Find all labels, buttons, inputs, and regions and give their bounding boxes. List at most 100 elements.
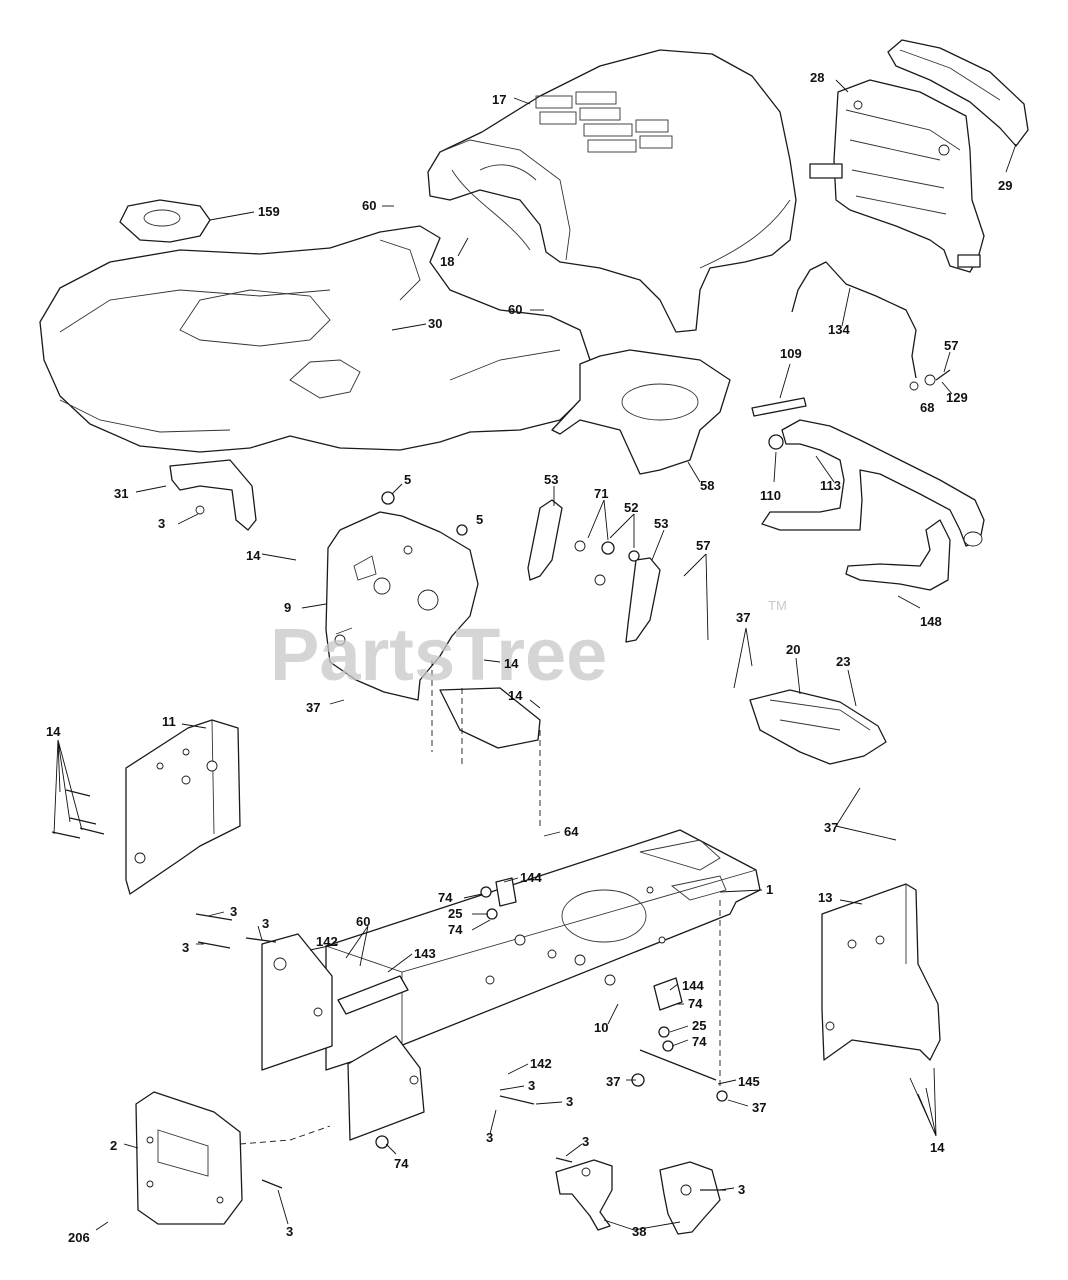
part-20-plate [749, 689, 887, 765]
callout-74: 74 [438, 890, 453, 905]
part-74-25-nuts [375, 886, 674, 1149]
callout-74-d: 74 [692, 1034, 707, 1049]
callout-37-c: 37 [824, 820, 838, 835]
callout-60-c: 60 [356, 914, 370, 929]
part-11-side-plate [125, 719, 241, 895]
callout-57-b: 57 [696, 538, 710, 553]
callout-9: 9 [284, 600, 291, 615]
callout-14-d: 14 [46, 724, 61, 739]
callout-11: 11 [162, 714, 176, 729]
callout-74-e: 74 [394, 1156, 409, 1171]
part-2-axle-bracket [135, 1091, 243, 1225]
callout-23: 23 [836, 654, 850, 669]
callout-143: 143 [414, 946, 436, 961]
callout-3-e: 3 [528, 1078, 535, 1093]
callout-10: 10 [594, 1020, 608, 1035]
callout-3-h: 3 [582, 1134, 589, 1149]
callout-14-e: 14 [930, 1140, 945, 1155]
callout-14-c: 14 [508, 688, 523, 703]
part-134-rod [791, 261, 917, 379]
part-145-rod [639, 1049, 717, 1081]
callout-142: 142 [316, 934, 338, 949]
callout-25-b: 25 [692, 1018, 706, 1033]
callout-37-d: 37 [606, 1074, 620, 1089]
callout-1: 1 [766, 882, 773, 897]
part-129-hardware [909, 369, 951, 391]
callout-142-b: 142 [530, 1056, 552, 1071]
callout-3-b: 3 [230, 904, 237, 919]
part-17-hood [427, 49, 797, 333]
part-30-fender [39, 225, 591, 453]
callout-144-b: 144 [682, 978, 704, 993]
callout-129: 129 [946, 390, 968, 405]
hood-grille-vents [535, 91, 673, 153]
callout-37-b: 37 [736, 610, 750, 625]
part-113-bumper [761, 419, 985, 591]
part-29-grille-trim [887, 39, 1029, 147]
callout-52: 52 [624, 500, 638, 515]
callout-20: 20 [786, 642, 800, 657]
callout-3-f: 3 [566, 1094, 573, 1109]
part-143-bar [337, 975, 409, 1015]
callout-68: 68 [920, 400, 934, 415]
callout-17: 17 [492, 92, 506, 107]
callout-109: 109 [780, 346, 802, 361]
callout-3-i: 3 [738, 1182, 745, 1197]
callout-134: 134 [828, 322, 850, 337]
watermark-tm: TM [768, 598, 787, 613]
callout-13: 13 [818, 890, 832, 905]
part-109-bar [751, 397, 807, 417]
callout-5: 5 [404, 472, 411, 487]
part-38-brackets [555, 1159, 721, 1235]
callout-31: 31 [114, 486, 128, 501]
part-58-seat-pan [551, 349, 731, 475]
callout-18: 18 [440, 254, 454, 269]
part-64-bracket [431, 660, 541, 826]
part-28-grille-panel [809, 79, 985, 273]
part-142-bracket [261, 933, 425, 1141]
callout-29: 29 [998, 178, 1012, 193]
callout-60-b: 60 [508, 302, 522, 317]
callout-148: 148 [920, 614, 942, 629]
part-110-cap [768, 434, 784, 450]
callout-28: 28 [810, 70, 824, 85]
callout-53: 53 [544, 472, 558, 487]
callout-144: 144 [520, 870, 542, 885]
callout-3-d: 3 [182, 940, 189, 955]
callout-37: 37 [306, 700, 320, 715]
part-1-main-frame [325, 829, 761, 1071]
callout-57: 57 [944, 338, 958, 353]
part-2-guide [239, 1125, 331, 1145]
part-14-bolts-left [51, 789, 105, 839]
part-5-knob [381, 491, 395, 505]
part-159-cup-holder [119, 199, 211, 243]
callout-110: 110 [760, 488, 781, 503]
callout-37-e: 37 [752, 1100, 766, 1115]
callout-113: 113 [820, 478, 841, 493]
part-37-nut [716, 1090, 728, 1102]
callout-58: 58 [700, 478, 714, 493]
part-13-side-plate [821, 883, 941, 1061]
part-31-bracket [169, 459, 257, 531]
callout-3: 3 [158, 516, 165, 531]
part-5-knob-2 [456, 524, 468, 536]
callout-3-g: 3 [486, 1130, 493, 1145]
callout-3-c: 3 [262, 916, 269, 931]
callout-74-b: 74 [448, 922, 463, 937]
callout-3-j: 3 [286, 1224, 293, 1239]
callout-14-b: 14 [504, 656, 519, 671]
callout-53-b: 53 [654, 516, 668, 531]
callout-74-c: 74 [688, 996, 703, 1011]
part-9-dash-panel [325, 511, 479, 701]
callout-206: 206 [68, 1230, 90, 1245]
leader-lines [53, 79, 1017, 1231]
callout-labels: 17 28 29 1 5 9 60 18 30 60 134 57 129 68 1… [46, 70, 1012, 1245]
callout-30: 30 [428, 316, 442, 331]
callout-64: 64 [564, 824, 579, 839]
callout-145: 145 [738, 1074, 760, 1089]
callout-71: 71 [594, 486, 608, 501]
callout-60: 60 [362, 198, 376, 213]
callout-38: 38 [632, 1224, 646, 1239]
callout-2: 2 [110, 1138, 117, 1153]
